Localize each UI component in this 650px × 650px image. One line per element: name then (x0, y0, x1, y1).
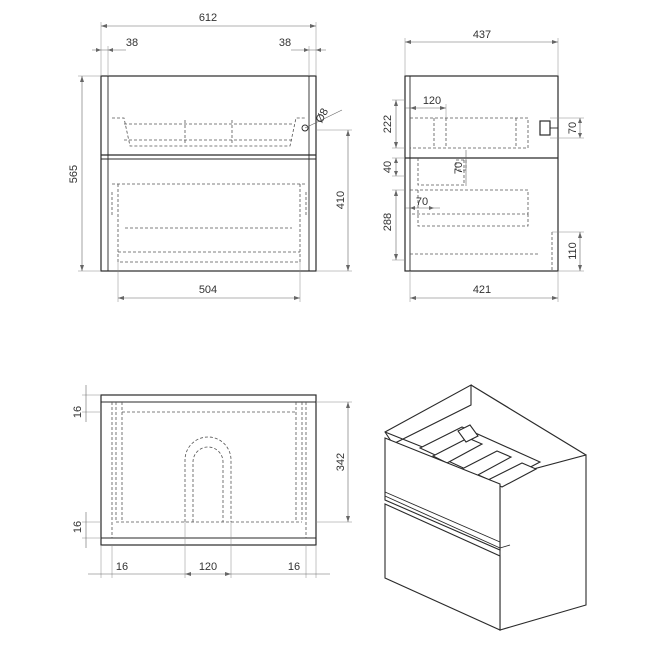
dim-top-front-margin: 16 (72, 521, 84, 533)
front-lower-hinges-hidden (111, 192, 307, 215)
dim-top-back-margin: 16 (72, 406, 84, 418)
top-left-rail-hidden (115, 402, 123, 522)
side-upper-drawer-hidden (410, 117, 529, 149)
wall-bracket (539, 120, 551, 136)
dim-top-right-margin: 16 (288, 561, 300, 573)
dim-side-plinth: 110 (567, 242, 579, 260)
dim-top-inner-depth: 342 (335, 453, 347, 471)
drain-hole-icon (301, 124, 309, 132)
front-upper-drawer-hidden (112, 117, 306, 147)
isometric-view (384, 384, 587, 631)
dim-front-side-left: 38 (126, 37, 138, 49)
dim-side-gap: 40 (382, 161, 394, 173)
side-upper-cutout-hidden (433, 118, 447, 148)
front-outline (100, 75, 317, 272)
top-arch-cutout-outer (184, 436, 232, 522)
dim-side-cutout-depth: 120 (423, 95, 441, 107)
iso-top-right-edge (470, 384, 587, 456)
dim-top-cutout-width: 120 (199, 561, 217, 573)
dim-front-inner-width: 504 (199, 284, 217, 296)
dim-side-lower-height: 288 (382, 213, 394, 231)
dim-side-bracket-height: 70 (567, 122, 579, 134)
top-view: 16 16 342 16 120 16 (72, 385, 352, 578)
dim-side-lower-cutout: 70 (416, 196, 428, 208)
side-outline (404, 75, 559, 272)
iso-lower-drawer-handle (384, 495, 501, 549)
iso-upper-drawer-front (384, 437, 501, 551)
dim-side-upper-height: 222 (382, 115, 394, 133)
dim-front-height: 565 (68, 165, 80, 183)
iso-lower-drawer-front (384, 503, 501, 631)
iso-handle-end (499, 544, 511, 549)
iso-upper-drawer-handle (384, 491, 501, 543)
top-outline (100, 394, 317, 546)
side-view: 437 120 222 40 288 70 (382, 29, 584, 302)
top-right-rail-hidden (295, 402, 303, 522)
dim-top-left-margin: 16 (116, 561, 128, 573)
dim-side-mid-cutout: 70 (453, 162, 465, 174)
dim-front-drawer-height: 410 (335, 191, 347, 209)
iso-tray-notch (457, 424, 479, 443)
dim-front-side-right: 38 (279, 37, 291, 49)
side-lower-drawer-hidden (410, 189, 529, 215)
side-mid-cutout-hidden (417, 158, 465, 186)
top-side-hidden (111, 402, 307, 538)
dim-side-inner-depth: 421 (473, 284, 491, 296)
dim-front-width: 612 (199, 12, 217, 24)
drain-hole-leader (304, 109, 343, 129)
front-lower-box-hidden (117, 184, 301, 263)
front-view: Ø8 612 38 38 565 (68, 12, 352, 302)
dim-side-depth: 437 (473, 29, 491, 41)
top-arch-cutout-inner (192, 446, 224, 522)
